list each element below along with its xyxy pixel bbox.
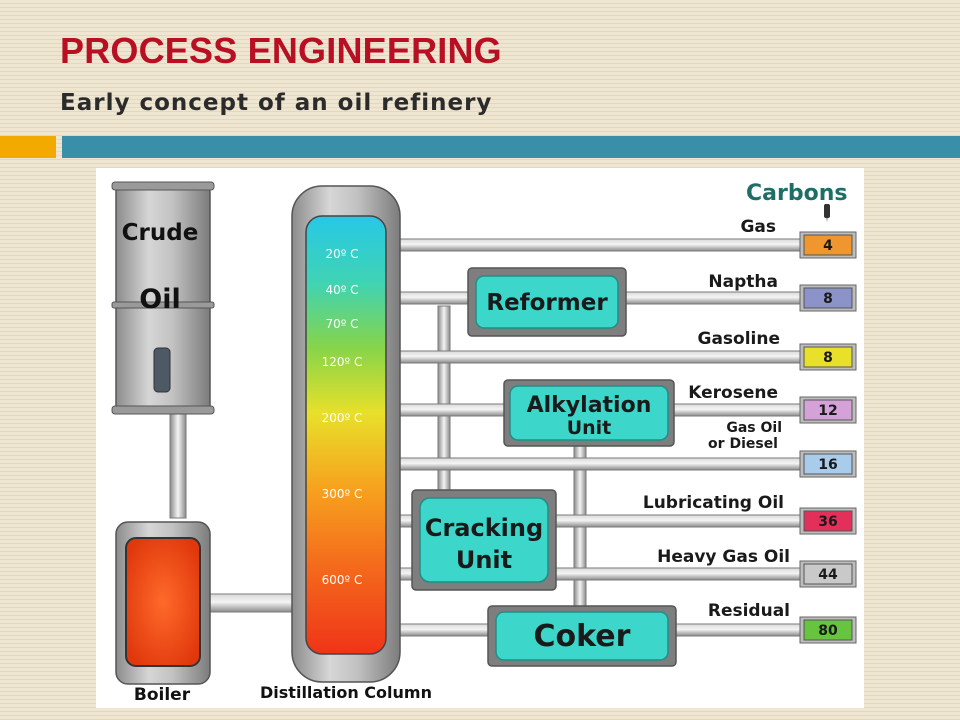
pipe-diesel — [399, 457, 805, 471]
carbon-count-box: 8 — [799, 343, 857, 371]
oil-label: Oil — [139, 284, 180, 315]
temp-label: 40º C — [325, 283, 358, 297]
alkylation-label: Alkylation — [527, 393, 652, 418]
carbon-count: 8 — [823, 291, 833, 307]
pipe-crude-to-boiler — [169, 407, 187, 519]
temp-label: 20º C — [325, 247, 358, 261]
slide-title: PROCESS ENGINEERING — [60, 30, 502, 71]
carbon-count: 4 — [823, 238, 833, 254]
product-label: Heavy Gas Oil — [657, 547, 790, 567]
accent-bar-orange — [0, 136, 56, 158]
carbon-count: 36 — [818, 514, 837, 530]
temp-label: 70º C — [325, 317, 358, 331]
reformer-label: Reformer — [486, 290, 608, 316]
carbon-count: 8 — [823, 350, 833, 366]
coker-unit: Coker — [487, 605, 677, 667]
product-label: Kerosene — [688, 383, 778, 403]
carbon-count-box: 12 — [799, 396, 857, 424]
product-label: Gas — [740, 217, 776, 237]
temp-label: 600º C — [322, 573, 363, 587]
cracking-label: Cracking — [425, 514, 543, 542]
boiler-label: Boiler — [134, 685, 191, 705]
carbon-count: 16 — [818, 457, 837, 473]
temp-label: 200º C — [322, 411, 363, 425]
product-label: Lubricating Oil — [643, 493, 784, 513]
alkylation-unit-label: Unit — [567, 417, 612, 439]
temp-label: 120º C — [322, 355, 363, 369]
accent-bar-teal — [62, 136, 960, 158]
carbon-count-box: 44 — [799, 560, 857, 588]
column-label: Distillation Column — [260, 683, 432, 702]
carbon-count-box: 80 — [799, 616, 857, 644]
pipe-gas — [399, 238, 805, 252]
carbons-heading: Carbons — [746, 181, 847, 206]
cracking-unit: Cracking Unit — [411, 489, 557, 591]
refinery-diagram: Crude Oil Boiler Distillation Column 20º… — [96, 168, 864, 708]
carbon-count: 44 — [818, 567, 838, 583]
crude-oil-drum: Crude Oil — [111, 181, 215, 415]
coker-label: Coker — [534, 619, 631, 654]
pipe-boiler-to-column — [209, 593, 295, 613]
carbons-pointer-icon — [824, 204, 830, 218]
alkylation-unit: Alkylation Unit — [503, 379, 675, 447]
distillation-column: Distillation Column 20º C 40º C 70º C 12… — [260, 185, 432, 702]
boiler: Boiler — [115, 521, 211, 705]
slide-subtitle: Early concept of an oil refinery — [60, 90, 493, 116]
carbon-count-box: 4 — [799, 231, 857, 259]
carbon-count: 80 — [818, 623, 838, 639]
product-label: Gasoline — [697, 329, 780, 349]
carbon-count-box: 36 — [799, 507, 857, 535]
reformer-unit: Reformer — [467, 267, 627, 337]
carbon-count-box: 16 — [799, 450, 857, 478]
product-label: Residual — [708, 601, 790, 621]
crude-label: Crude — [122, 220, 199, 246]
temp-label: 300º C — [322, 487, 363, 501]
product-label: Naptha — [708, 272, 778, 292]
carbon-count: 12 — [818, 403, 837, 419]
carbon-count-box: 8 — [799, 284, 857, 312]
pipe-gasoline — [399, 350, 805, 364]
cracking-unit-label: Unit — [456, 546, 512, 574]
